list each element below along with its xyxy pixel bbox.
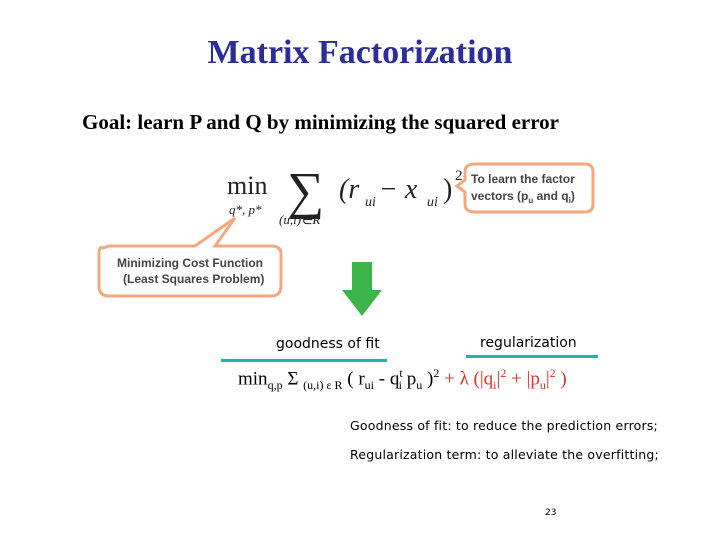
- callout-left-line1: Minimizing Cost Function: [117, 256, 263, 270]
- callout-cost-function: Minimizing Cost Function (Least Squares …: [97, 216, 283, 298]
- callout-right-line1: To learn the factor: [471, 172, 575, 186]
- page-number: 23: [545, 508, 557, 518]
- formula-body: (r: [339, 174, 359, 205]
- formula-minus-x: − x: [379, 174, 418, 205]
- goodness-of-fit-label: goodness of fit: [276, 336, 380, 352]
- squared-error-formula: min q*, p* ∑ (u,i)∈R (r ui − x ui ) 2: [227, 163, 463, 227]
- formula-min: min: [227, 171, 267, 200]
- goodness-underline: [221, 359, 387, 362]
- formula-exp: 2: [455, 168, 463, 184]
- formula-under-min: q*, p*: [229, 202, 262, 217]
- down-arrow-icon: [342, 262, 382, 316]
- note-regularization: Regularization term: to alleviate the ov…: [350, 447, 659, 462]
- objective-equation: minq,p Σ (u,i) ε R ( rui - qti pu )2 + λ…: [238, 366, 567, 393]
- formula-sigma: ∑: [287, 163, 324, 220]
- cost-function-graphic: Minimizing Cost Function (Least Squares …: [97, 162, 595, 298]
- regularization-underline: [466, 355, 598, 358]
- note-goodness-of-fit: Goodness of fit: to reduce the predictio…: [350, 418, 658, 433]
- callout-left-line2: (Least Squares Problem): [123, 272, 264, 286]
- regularization-label: regularization: [480, 335, 577, 351]
- slide-title: Matrix Factorization: [207, 34, 513, 71]
- formula-close: ): [443, 174, 452, 205]
- callout-right-line2: vectors (pu and qi): [471, 189, 575, 205]
- formula-sum-index: (u,i)∈R: [279, 212, 320, 227]
- formula-x-sub: ui: [427, 195, 438, 210]
- formula-r-sub: ui: [365, 195, 376, 210]
- callout-factor-vectors: To learn the factor vectors (pu and qi): [454, 162, 595, 214]
- goal-text: Goal: learn P and Q by minimizing the sq…: [82, 110, 559, 134]
